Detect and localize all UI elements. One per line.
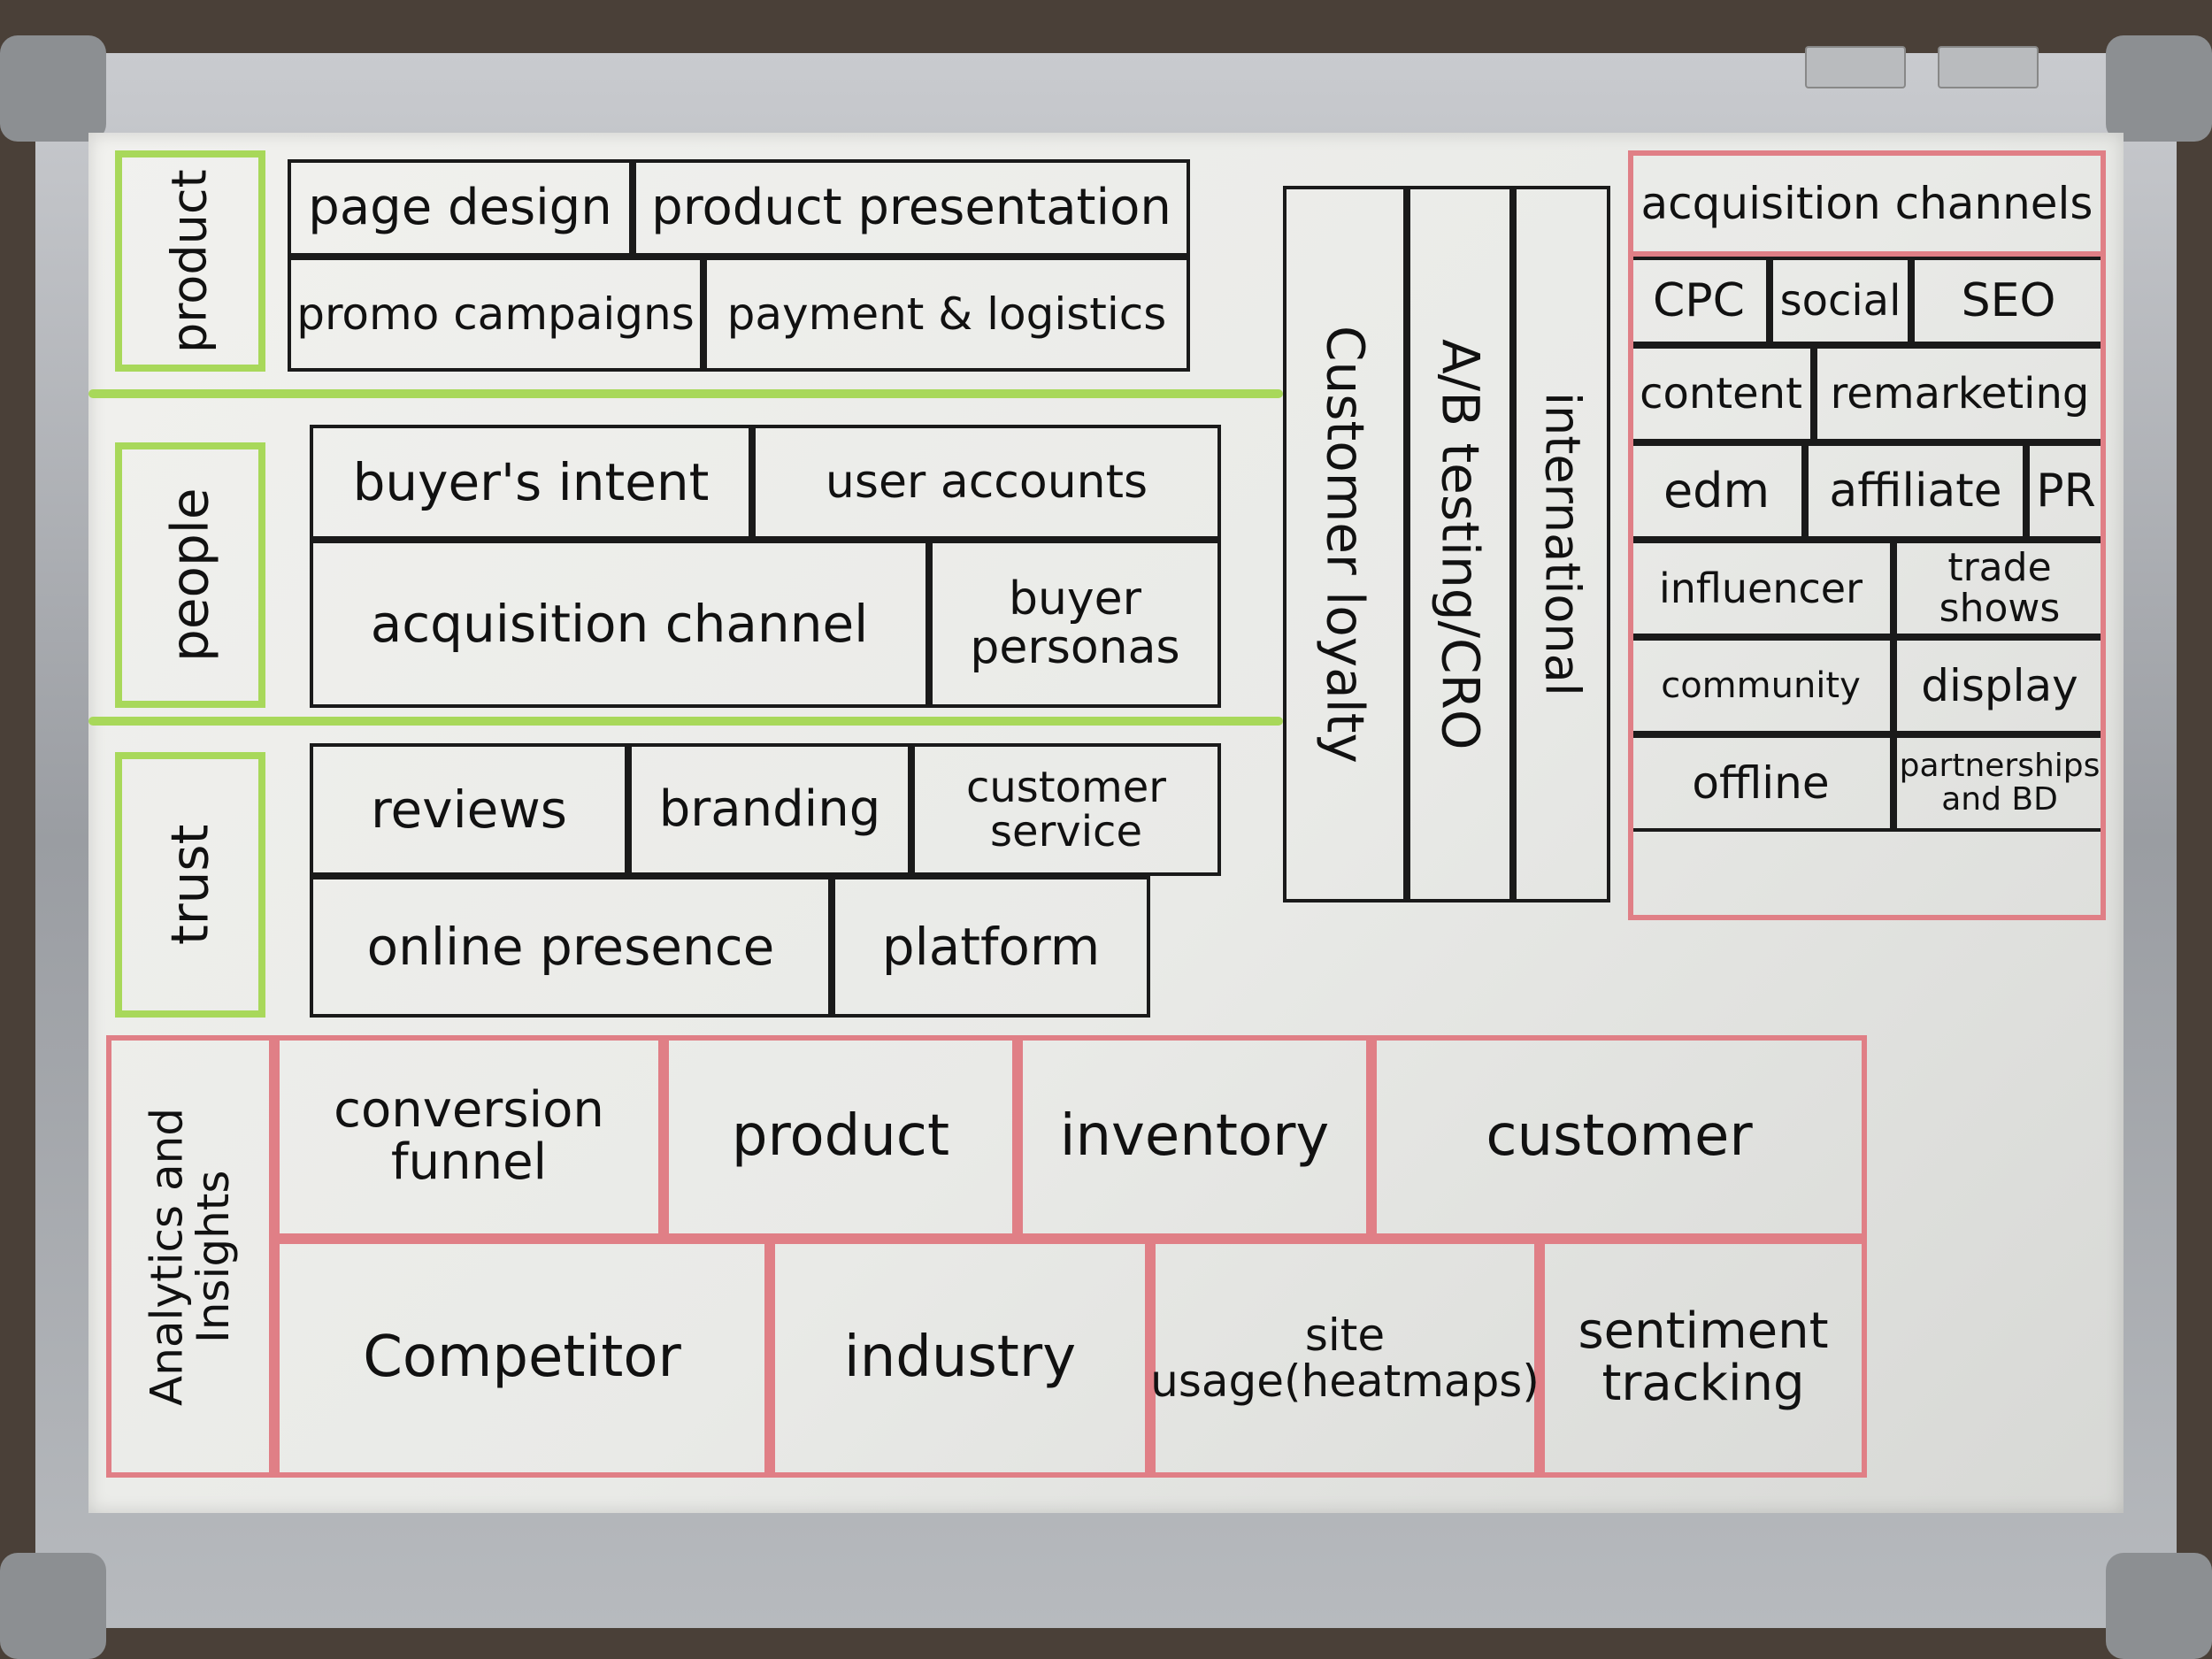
analytics-industry: industry: [770, 1239, 1150, 1478]
analytics-product: product: [664, 1035, 1018, 1239]
analytics-customer: customer: [1371, 1035, 1867, 1239]
analytics-competitor: Competitor: [274, 1239, 770, 1478]
green-divider: [88, 717, 1283, 726]
channel-display: display: [1893, 637, 2106, 734]
channel-seo: SEO: [1911, 257, 2106, 345]
item-buyers-intent: buyer's intent: [310, 425, 752, 540]
channel-edm: edm: [1628, 442, 1805, 540]
item-customer-service: customer service: [911, 743, 1221, 876]
item-reviews: reviews: [310, 743, 628, 876]
frame-corner: [2106, 1553, 2212, 1659]
item-product-presentation: product presentation: [633, 159, 1190, 257]
item-acquisition-channel: acquisition channel: [310, 540, 929, 708]
item-platform: platform: [832, 876, 1150, 1018]
item-promo-campaigns: promo campaigns: [288, 257, 703, 372]
analytics-sentiment-tracking: sentiment tracking: [1540, 1239, 1867, 1478]
item-page-design: page design: [288, 159, 633, 257]
channel-social: social: [1770, 257, 1911, 345]
whiteboard-surface: product page design product presentation…: [88, 133, 2124, 1513]
frame-corner: [0, 1553, 106, 1659]
channel-content: content: [1628, 345, 1814, 442]
channel-community: community: [1628, 637, 1893, 734]
group-label-people: people: [115, 442, 265, 708]
frame-corner: [2106, 35, 2212, 142]
analytics-site-usage: site usage(heatmaps): [1150, 1239, 1540, 1478]
marker-clip: [1805, 46, 1906, 88]
analytics-inventory: inventory: [1018, 1035, 1371, 1239]
group-label-trust: trust: [115, 752, 265, 1018]
channel-remarketing: remarketing: [1814, 345, 2106, 442]
channel-offline: offline: [1628, 734, 1893, 832]
column-ab-testing-cro: A/B testing/CRO: [1407, 186, 1513, 902]
channel-trade-shows: trade shows: [1893, 540, 2106, 637]
group-label-analytics: Analytics and Insights: [106, 1035, 274, 1478]
analytics-conversion-funnel: conversion funnel: [274, 1035, 664, 1239]
item-branding: branding: [628, 743, 911, 876]
green-divider: [88, 389, 1283, 398]
channel-partnerships-bd: partnerships and BD: [1893, 734, 2106, 832]
item-online-presence: online presence: [310, 876, 832, 1018]
marker-clip: [1938, 46, 2039, 88]
group-label-product: product: [115, 150, 265, 372]
column-customer-loyalty: Customer loyalty: [1283, 186, 1407, 902]
channel-influencer: influencer: [1628, 540, 1893, 637]
channel-cpc: CPC: [1628, 257, 1770, 345]
item-buyer-personas: buyer personas: [929, 540, 1221, 708]
channel-pr: PR: [2026, 442, 2106, 540]
channel-affiliate: affiliate: [1805, 442, 2026, 540]
acquisition-title: acquisition channels: [1628, 150, 2106, 257]
item-payment-logistics: payment & logistics: [703, 257, 1190, 372]
item-user-accounts: user accounts: [752, 425, 1221, 540]
frame-corner: [0, 35, 106, 142]
column-international: international: [1513, 186, 1610, 902]
